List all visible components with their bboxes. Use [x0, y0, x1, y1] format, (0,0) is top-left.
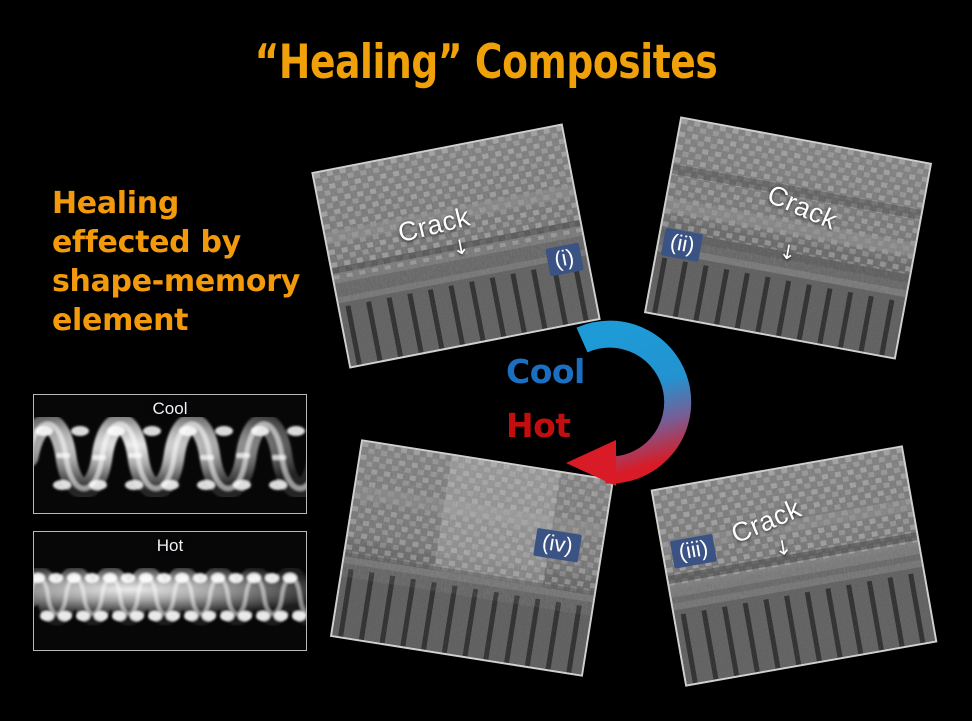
specimen-panel-i: Crack ↓ (i): [313, 125, 599, 367]
specimen-image-iv: [332, 441, 612, 675]
specimen-micrograph-iii: [652, 447, 936, 685]
specimen-image-i: [313, 125, 599, 367]
specimen-micrograph-ii: [646, 118, 930, 358]
specimen-panel-ii: Crack ↓ (ii): [646, 118, 930, 358]
inset-label-hot: Hot: [156, 536, 184, 555]
inset-label-cool: Cool: [152, 399, 188, 418]
caption-line-2: effected by: [52, 225, 241, 260]
specimen-image-ii: [646, 118, 930, 358]
cool-label: Cool: [506, 352, 585, 391]
caption-line-4: element: [52, 303, 189, 338]
caption-line-1: Healing: [52, 186, 179, 221]
page-title: “Healing” Composites: [254, 35, 718, 90]
spring-inset-cool: Cool: [33, 394, 307, 514]
coil-image-cool: [34, 395, 306, 513]
hot-label: Hot: [506, 406, 571, 445]
coil-image-hot: [34, 532, 306, 650]
specimen-micrograph-i: [313, 125, 599, 367]
spring-inset-hot: Hot: [33, 531, 307, 651]
specimen-image-iii: [652, 447, 936, 685]
specimen-micrograph-iv: [332, 441, 612, 675]
caption-text-block: Healing effected by shape-memory element: [52, 184, 332, 340]
caption-line-3: shape-memory: [52, 264, 300, 299]
specimen-panel-iv: (iv): [332, 441, 612, 675]
cycle-arrow-icon: [566, 320, 692, 486]
specimen-panel-iii: Crack ↓ (iii): [652, 447, 936, 685]
